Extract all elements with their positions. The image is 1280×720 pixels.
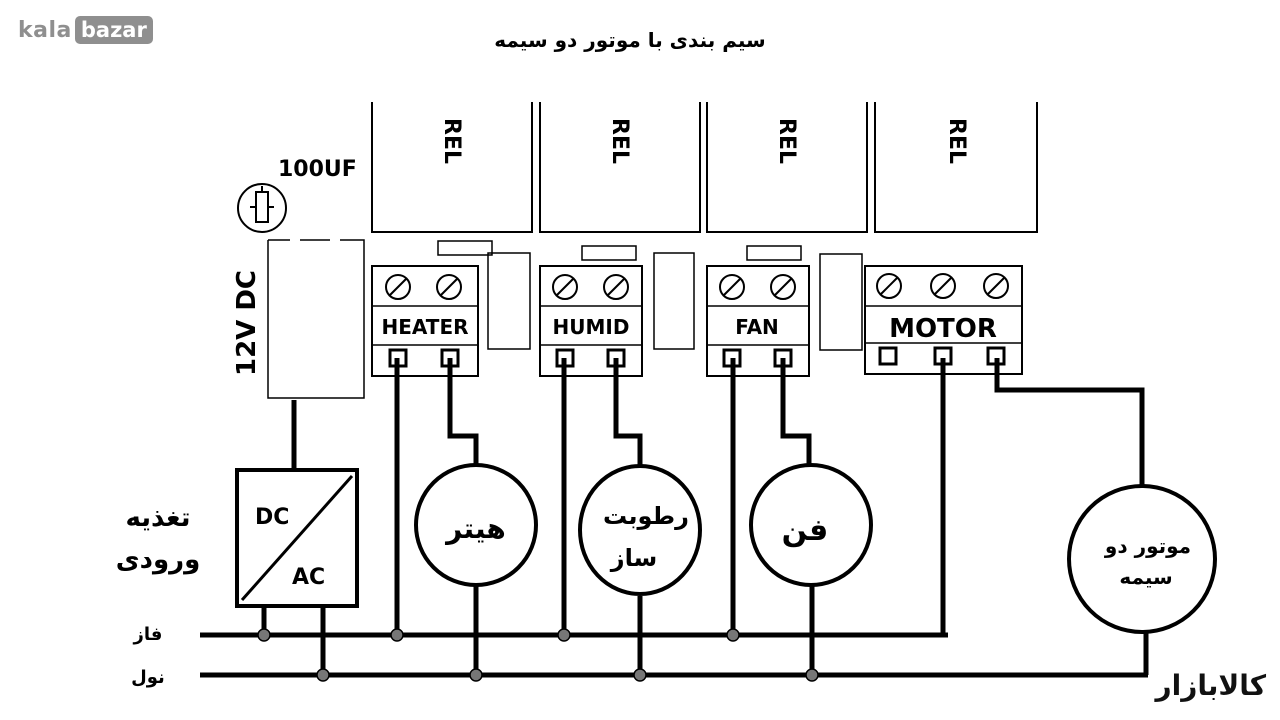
kalabazar-logo: kala bazar <box>18 16 153 44</box>
load-fan-label: فن <box>782 513 829 548</box>
load-heater: هیتر <box>414 463 538 587</box>
terminal-heater-label: HEATER <box>381 315 468 339</box>
dc-ac-converter: DC AC <box>235 468 359 608</box>
terminal-humid-label: HUMID <box>553 315 630 339</box>
neutral-label: نول <box>131 667 165 688</box>
junctions <box>257 628 819 682</box>
terminal-heater: HEATER <box>371 265 479 377</box>
load-humidifier-label-2: ساز <box>610 544 657 572</box>
kalabazar-logo-persian: کالابازار <box>1155 669 1267 702</box>
capacitor-label: 100UF <box>278 157 357 182</box>
capacitor: 100UF <box>237 157 357 233</box>
load-fan: فن <box>749 463 873 587</box>
phase-label: فاز <box>133 624 163 645</box>
relay-humid <box>539 102 701 233</box>
terminal-fan: FAN <box>706 265 810 377</box>
relay-label-heater: REL <box>439 118 464 164</box>
relay-motor <box>874 102 1038 233</box>
relay-label-humid: REL <box>607 118 632 164</box>
terminal-fan-label: FAN <box>735 315 779 339</box>
relay-label-fan: REL <box>774 118 799 164</box>
relay-heater <box>371 102 533 233</box>
power-label: 12V DC <box>232 270 262 376</box>
load-motor-label-2: سیمه <box>1119 565 1172 589</box>
load-humidifier: رطوبت ساز <box>578 464 702 596</box>
converter-dc-label: DC <box>255 505 289 530</box>
load-heater-label: هیتر <box>444 512 506 545</box>
logo-kala-text: kala <box>18 17 72 43</box>
logo-bazar-text: bazar <box>74 16 153 44</box>
resistors <box>437 240 863 351</box>
terminal-motor-label: MOTOR <box>889 314 997 344</box>
load-motor: موتور دو سیمه <box>1067 484 1217 634</box>
load-motor-label-1: موتور دو <box>1104 534 1191 558</box>
terminal-humid: HUMID <box>539 265 643 377</box>
input-label-line2: ورودی <box>116 545 200 575</box>
load-humidifier-label-1: رطوبت <box>603 502 689 530</box>
input-label-line1: تغذیه <box>126 503 191 533</box>
relays <box>371 102 1038 233</box>
relay-label-motor: REL <box>944 118 969 164</box>
converter-ac-label: AC <box>292 565 325 590</box>
terminal-motor: MOTOR <box>864 265 1023 375</box>
wires <box>200 358 1149 678</box>
diagram-title: سیم بندی با موتور دو سیمه <box>494 28 766 52</box>
power-supply <box>267 239 365 399</box>
relay-fan <box>706 102 868 233</box>
